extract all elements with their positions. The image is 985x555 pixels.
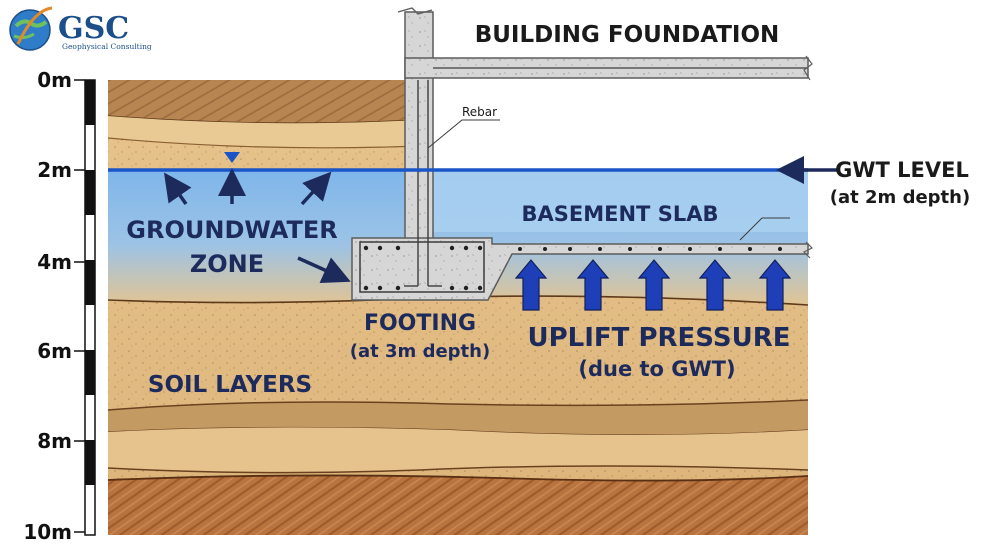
- uplift-cause-label: (due to GWT): [578, 357, 735, 381]
- footing-depth-label: (at 3m depth): [350, 341, 490, 362]
- logo-tagline: Geophysical Consulting: [62, 42, 152, 51]
- uplift-arrow-icon: [576, 259, 610, 311]
- building-foundation-label: BUILDING FOUNDATION: [475, 22, 780, 48]
- logo-name: GSC: [58, 11, 129, 46]
- groundwater-zone-label-2: ZONE: [190, 250, 264, 278]
- arrow-up-left-icon: [163, 172, 192, 206]
- uplift-arrows: [514, 259, 792, 311]
- water-level-triangle-icon: [224, 152, 240, 163]
- uplift-arrow-icon: [758, 259, 792, 311]
- gwt-level-label: GWT LEVEL: [835, 158, 969, 182]
- uplift-arrow-icon: [637, 259, 671, 311]
- logo: GSC Geophysical Consulting: [9, 6, 152, 51]
- depth-label-6m: 6m: [37, 339, 72, 363]
- foundation-structure: [351, 7, 814, 301]
- basement-slab-label: BASEMENT SLAB: [522, 202, 719, 226]
- depth-label-0m: 0m: [37, 68, 72, 92]
- gwt-depth-label: (at 2m depth): [830, 187, 970, 208]
- uplift-arrow-icon: [698, 259, 732, 311]
- footing-label: FOOTING: [364, 311, 476, 336]
- depth-scale: 0m 2m 4m 6m 8m 10m: [23, 68, 96, 544]
- arrow-to-footing-icon: [297, 256, 351, 284]
- depth-label-8m: 8m: [37, 429, 72, 453]
- uplift-pressure-label: UPLIFT PRESSURE: [528, 323, 791, 353]
- depth-label-4m: 4m: [37, 250, 72, 274]
- rebar-leader: [427, 119, 500, 149]
- depth-label-10m: 10m: [23, 520, 72, 544]
- globe-icon: [9, 9, 51, 51]
- depth-label-2m: 2m: [37, 158, 72, 182]
- rebar-label: Rebar: [462, 105, 497, 119]
- soil-layers: [107, 80, 809, 535]
- arrow-up-right-icon: [300, 171, 332, 206]
- uplift-arrow-icon: [514, 259, 548, 311]
- groundwater-arrows: [163, 168, 351, 284]
- groundwater-zone-label: GROUNDWATER: [126, 216, 337, 244]
- soil-layers-label: SOIL LAYERS: [148, 372, 312, 398]
